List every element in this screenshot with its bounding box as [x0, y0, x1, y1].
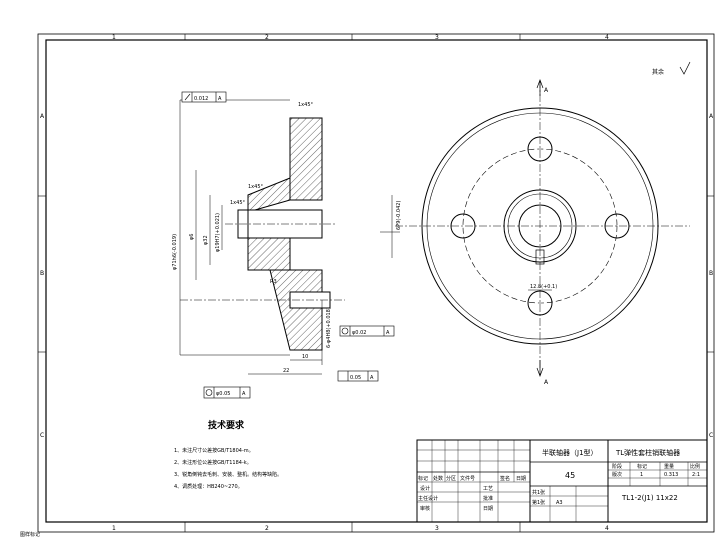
label-date: 日期	[516, 476, 526, 482]
dim-hub-diameter: φ6	[189, 234, 195, 240]
end-view-dimensions	[380, 195, 552, 291]
column-label-4-bottom: 4	[605, 525, 609, 532]
concentricity-value: φ0.05	[216, 391, 230, 397]
row-label-b-right: B	[709, 270, 713, 277]
corner-mark: 图样标记	[20, 531, 40, 538]
note-3: 3、锐角倒钝去毛刺、安装、整机。结构等缺陷。	[174, 471, 282, 478]
row-label-a: A	[40, 113, 45, 120]
flatness-datum: A	[370, 375, 374, 381]
row-label-c: C	[40, 432, 44, 439]
centerlines	[180, 80, 690, 370]
dim-length-10: 10	[302, 354, 308, 360]
concentricity-frame	[203, 386, 251, 399]
column-label-2-bottom: 2	[265, 525, 269, 532]
drawing-code: TL1-2(J1) 11x22	[621, 494, 678, 502]
row-label-c-right: C	[709, 432, 713, 439]
label-count: 处数	[433, 475, 443, 482]
label-check: 审核	[420, 505, 430, 512]
chamfer-mid: 1x45°	[248, 184, 264, 190]
label-mark-col: 标记	[637, 463, 647, 470]
runout-value: 0.012	[194, 96, 208, 102]
section-marker-top: A	[544, 87, 549, 94]
label-scale: 比例	[690, 463, 700, 470]
dim-hole-note: 6-φ4H8(+0.018)	[326, 307, 332, 348]
dim-bore-diameter: φ19H7(+0.021)	[215, 213, 221, 252]
section-view	[237, 117, 331, 351]
version-value: 1	[640, 472, 643, 478]
label-approve: 批准	[483, 495, 493, 502]
note-2: 2、未注形位公差按GB/T1184-k。	[174, 459, 252, 466]
keyway-depth: 12.8(+0.1)	[530, 284, 557, 290]
label-weight: 重量	[664, 463, 674, 470]
assembly-name: TL弹性套柱销联轴器	[615, 448, 680, 457]
section-arrow-top-icon	[536, 79, 544, 96]
runout-datum: A	[218, 96, 222, 102]
label-sign: 签名	[500, 475, 510, 482]
position-value: φ0.02	[352, 330, 366, 336]
column-label-3: 3	[435, 34, 439, 41]
paper-size: A3	[556, 500, 563, 506]
end-view	[421, 107, 659, 345]
position-datum: A	[386, 330, 390, 336]
material: 45	[565, 471, 575, 480]
label-mark: 标记	[418, 475, 428, 482]
label-approve-date: 日期	[483, 506, 493, 512]
dim-outer-diameter: φ71h6(-0.019)	[172, 234, 178, 270]
concentricity-datum: A	[242, 391, 246, 397]
chamfer-inner: 1x45°	[230, 200, 246, 206]
zone-ticks	[38, 34, 714, 532]
note-1: 1、未注尺寸公差按GB/T1804-m。	[174, 447, 254, 454]
label-design: 设计	[420, 485, 430, 492]
column-label-2: 2	[265, 34, 269, 41]
label-version: 版次	[612, 471, 622, 478]
roughness-symbol-icon	[679, 61, 691, 75]
label-stage: 阶段	[612, 463, 622, 470]
inner-frame	[45, 39, 708, 523]
column-label-1: 1	[112, 34, 116, 41]
flatness-value: 0.05	[350, 375, 361, 381]
dim-inner-diameter: φ32	[203, 235, 209, 245]
row-label-a-right: A	[709, 113, 714, 120]
label-process: 工艺	[483, 486, 493, 492]
column-label-4: 4	[605, 34, 609, 41]
title-block	[416, 439, 708, 523]
outer-frame	[37, 33, 715, 533]
dim-fillet-radius: R3	[270, 279, 277, 285]
label-sheets: 共1张	[532, 489, 545, 496]
section-arrow-bottom-icon	[536, 360, 544, 377]
part-name: 半联轴器（J1型）	[542, 448, 598, 457]
keyway-width: 6P9(-0.042)	[396, 201, 402, 230]
label-chief: 主任设计	[418, 495, 438, 502]
column-label-1-bottom: 1	[112, 525, 116, 532]
column-label-3-bottom: 3	[435, 525, 439, 532]
scale-value: 2:1	[692, 472, 700, 478]
section-dimensions	[179, 99, 323, 375]
weight-value: 0.313	[664, 472, 678, 478]
row-label-b: B	[40, 270, 44, 277]
runout-frame	[181, 91, 227, 103]
label-sheet-no: 第1张	[532, 499, 545, 506]
label-doc-no: 文件号	[460, 475, 475, 482]
chamfer-top: 1x45°	[298, 102, 314, 108]
section-marker-bottom: A	[544, 379, 549, 386]
position-frame	[339, 325, 395, 337]
notes-title: 技术要求	[208, 419, 245, 431]
roughness-note: 其余	[652, 68, 664, 76]
flatness-frame	[337, 370, 379, 382]
note-4: 4、调质处理：HB240~270。	[174, 483, 243, 490]
dim-length-22: 22	[283, 368, 289, 374]
label-zone: 分区	[446, 475, 456, 482]
